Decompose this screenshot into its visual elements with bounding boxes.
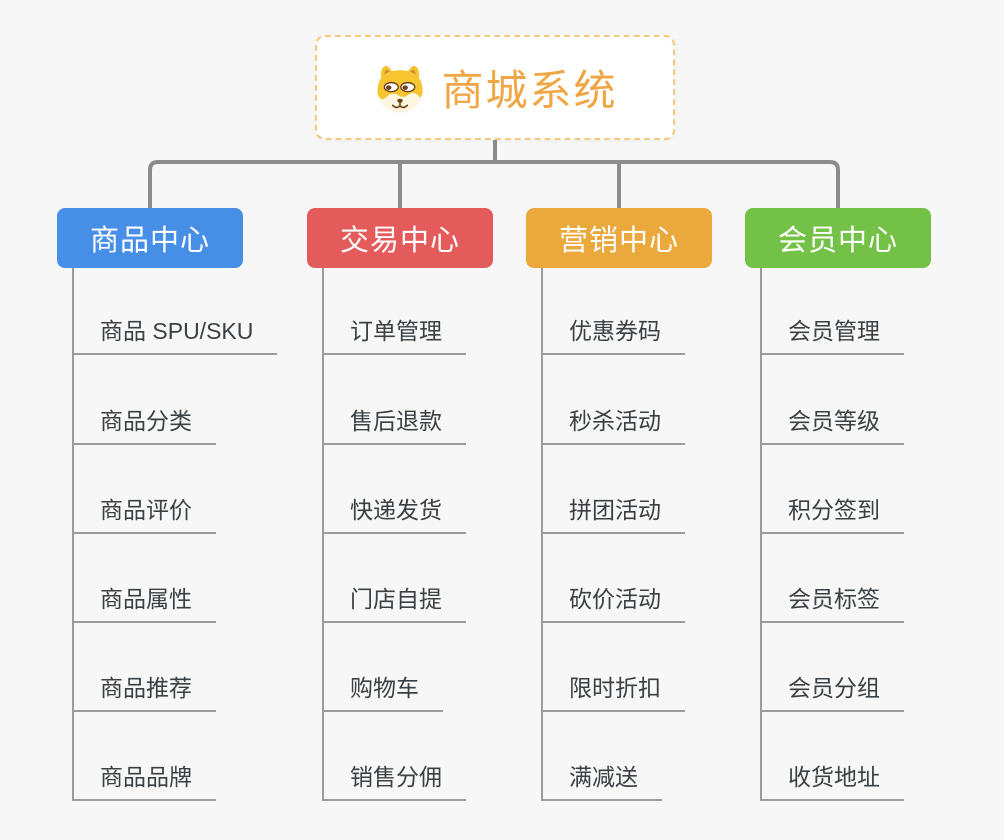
branch-node-label: 商品中心 — [89, 225, 210, 257]
branch-node-label: 交易中心 — [339, 225, 460, 257]
leaf-topic-label: 秒杀活动 — [569, 408, 661, 434]
leaf-topic-label: 销售分佣 — [350, 764, 442, 790]
branch-spine-line — [760, 268, 762, 801]
branch-node-1[interactable]: 商品中心 — [57, 208, 243, 268]
leaf-topic-label: 会员管理 — [788, 318, 880, 344]
leaf-topic-label: 会员标签 — [788, 586, 880, 612]
leaf-topic-node[interactable]: 优惠券码 — [541, 311, 685, 355]
root-topic-title: 商城系统 — [441, 67, 618, 114]
leaf-topic-node[interactable]: 砍价活动 — [541, 579, 685, 623]
leaf-topic-label: 会员分组 — [788, 675, 880, 701]
leaf-topic-node[interactable]: 满减送 — [541, 757, 662, 801]
branch-node-2[interactable]: 交易中心 — [307, 208, 493, 268]
leaf-topic-label: 商品品牌 — [100, 764, 192, 790]
leaf-topic-node[interactable]: 会员等级 — [760, 401, 904, 445]
branch-spine-line — [322, 268, 324, 801]
leaf-topic-label: 快递发货 — [350, 497, 442, 523]
leaf-topic-label: 购物车 — [350, 675, 419, 701]
branch-node-label: 营销中心 — [558, 225, 679, 257]
leaf-topic-node[interactable]: 快递发货 — [322, 490, 466, 534]
leaf-topic-node[interactable]: 订单管理 — [322, 311, 466, 355]
leaf-topic-label: 商品 SPU/SKU — [100, 318, 254, 344]
leaf-topic-node[interactable]: 商品属性 — [72, 579, 216, 623]
leaf-topic-node[interactable]: 限时折扣 — [541, 668, 685, 712]
leaf-topic-label: 商品推荐 — [100, 675, 192, 701]
leaf-topic-node[interactable]: 商品分类 — [72, 401, 216, 445]
leaf-topic-node[interactable]: 销售分佣 — [322, 757, 466, 801]
leaf-topic-node[interactable]: 秒杀活动 — [541, 401, 685, 445]
leaf-topic-node[interactable]: 积分签到 — [760, 490, 904, 534]
root-topic-node[interactable]: 商城系统 — [315, 35, 675, 140]
leaf-topic-label: 收货地址 — [788, 764, 880, 790]
leaf-topic-node[interactable]: 拼团活动 — [541, 490, 685, 534]
leaf-topic-node[interactable]: 会员标签 — [760, 579, 904, 623]
branch-spine-line — [541, 268, 543, 801]
leaf-topic-label: 砍价活动 — [569, 586, 661, 612]
leaf-topic-label: 拼团活动 — [569, 497, 661, 523]
leaf-topic-node[interactable]: 售后退款 — [322, 401, 466, 445]
branch-node-3[interactable]: 营销中心 — [526, 208, 712, 268]
leaf-topic-label: 商品分类 — [100, 408, 192, 434]
leaf-topic-node[interactable]: 商品品牌 — [72, 757, 216, 801]
leaf-topic-label: 订单管理 — [350, 318, 442, 344]
leaf-topic-node[interactable]: 购物车 — [322, 668, 443, 712]
branch-node-4[interactable]: 会员中心 — [745, 208, 931, 268]
leaf-topic-label: 商品属性 — [100, 586, 192, 612]
branch-spine-line — [72, 268, 74, 801]
leaf-topic-node[interactable]: 商品 SPU/SKU — [72, 311, 278, 355]
leaf-topic-node[interactable]: 商品推荐 — [72, 668, 216, 712]
leaf-topic-label: 售后退款 — [350, 408, 442, 434]
leaf-topic-node[interactable]: 商品评价 — [72, 490, 216, 534]
leaf-topic-label: 优惠券码 — [569, 318, 661, 344]
leaf-topic-label: 商品评价 — [100, 497, 192, 523]
leaf-topic-label: 满减送 — [569, 764, 638, 790]
leaf-topic-label: 限时折扣 — [569, 675, 661, 701]
connector-path — [148, 140, 840, 208]
dog-face-icon — [377, 65, 424, 113]
leaf-topic-label: 门店自提 — [350, 586, 442, 612]
leaf-topic-node[interactable]: 收货地址 — [760, 757, 904, 801]
leaf-topic-node[interactable]: 门店自提 — [322, 579, 466, 623]
leaf-topic-node[interactable]: 会员管理 — [760, 311, 904, 355]
leaf-topic-label: 会员等级 — [788, 408, 880, 434]
branch-node-label: 会员中心 — [777, 225, 898, 257]
leaf-topic-label: 积分签到 — [788, 497, 880, 523]
leaf-topic-node[interactable]: 会员分组 — [760, 668, 904, 712]
